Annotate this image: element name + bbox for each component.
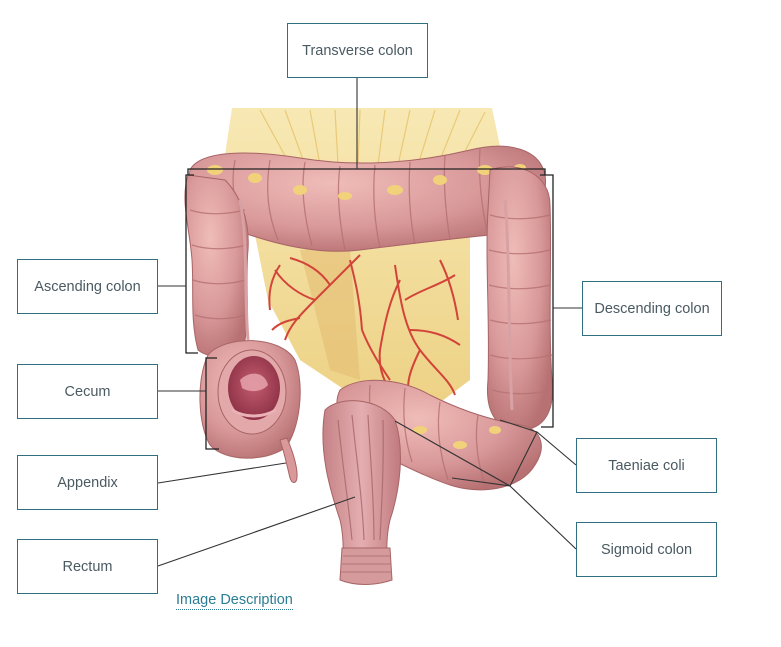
label-cecum: Cecum (17, 364, 158, 419)
transverse-colon-shape (188, 145, 546, 252)
leader-taeniae-branch (509, 431, 538, 487)
label-taeniae-coli: Taeniae coli (576, 438, 717, 493)
image-description-link[interactable]: Image Description (176, 592, 293, 610)
cecum-shape (199, 340, 301, 459)
transverse-bracket (187, 168, 546, 175)
ascending-bracket (185, 174, 198, 354)
descending-colon-shape (486, 166, 554, 431)
appendix-shape (279, 437, 298, 483)
leader-appendix (157, 462, 287, 484)
descending-bracket (540, 174, 554, 428)
label-transverse-colon: Transverse colon (287, 23, 428, 78)
cecum-bracket (205, 357, 219, 450)
label-rectum: Rectum (17, 539, 158, 594)
label-ascending-colon: Ascending colon (17, 259, 158, 314)
rectum-shape (322, 400, 401, 585)
ascending-colon-shape (184, 174, 250, 357)
leader-lines (157, 78, 582, 567)
leader-sigmoid-branch (451, 477, 511, 487)
label-descending-colon: Descending colon (582, 281, 722, 336)
leader-rectum (157, 496, 356, 567)
label-appendix: Appendix (17, 455, 158, 510)
region-brackets (185, 168, 554, 450)
label-sigmoid-colon: Sigmoid colon (576, 522, 717, 577)
